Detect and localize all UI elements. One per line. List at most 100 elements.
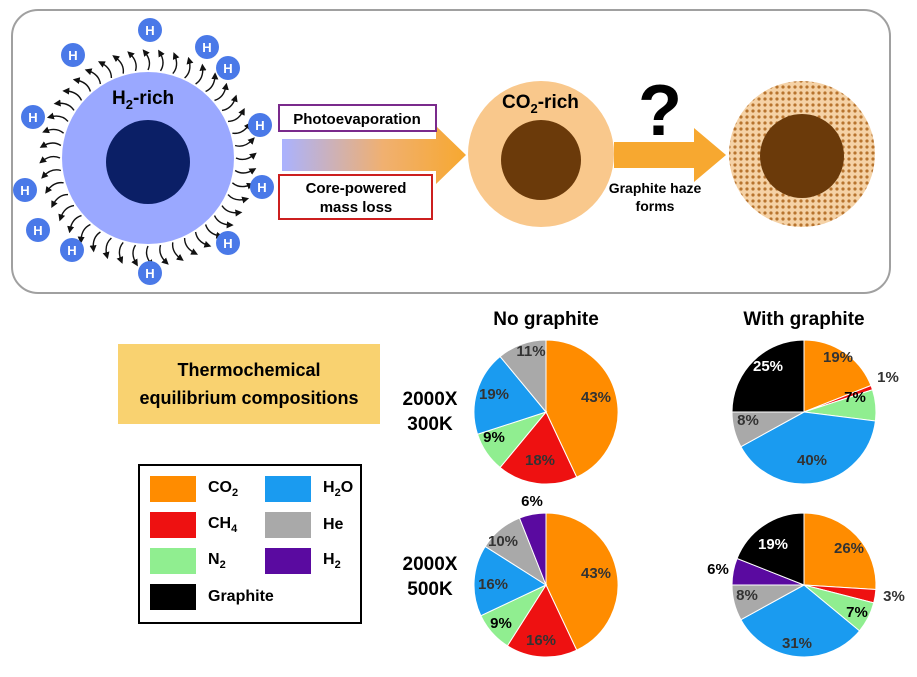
column-header-with-graphite: With graphite bbox=[743, 309, 864, 330]
hydrogen-atom-label: H bbox=[145, 266, 154, 281]
gas-spike bbox=[221, 205, 243, 217]
planet-core-brown bbox=[501, 120, 581, 200]
legend-item-n2: N2 bbox=[150, 548, 226, 574]
hydrogen-atom-label: H bbox=[223, 236, 232, 251]
gas-spike bbox=[116, 241, 124, 264]
legend: CO2 H2O CH4 He N2 H2 Graphite bbox=[138, 464, 362, 624]
pie-slice-h2o bbox=[740, 411, 876, 485]
pie-label-h2o: 19% bbox=[479, 386, 509, 403]
pie-label-co2: 26% bbox=[834, 540, 864, 557]
photoevaporation-box bbox=[278, 104, 437, 132]
hydrogen-atom-circle bbox=[13, 178, 37, 202]
gas-spike bbox=[221, 94, 238, 112]
legend-label-h2: H2 bbox=[323, 550, 341, 572]
hydrogen-atom: H bbox=[21, 105, 45, 129]
pie-slice-graphite bbox=[731, 339, 805, 413]
gas-spike bbox=[227, 194, 250, 204]
gas-spike bbox=[112, 55, 125, 74]
gas-spike bbox=[53, 99, 75, 111]
legend-label-h2o: H2O bbox=[323, 478, 354, 500]
pie-label-n2: 7% bbox=[846, 604, 868, 621]
hydrogen-atom-circle bbox=[61, 43, 85, 67]
hydrogen-atom: H bbox=[216, 56, 240, 80]
thermochemical-box: Thermochemical equilibrium compositions bbox=[118, 344, 380, 424]
pie-label-he: 11% bbox=[516, 343, 545, 360]
haze-label-line1: Graphite haze bbox=[609, 180, 702, 196]
pie-chart: 43%18%9%19%11% bbox=[473, 339, 619, 485]
hydrogen-atom: H bbox=[13, 178, 37, 202]
pie-slice-co2 bbox=[545, 339, 619, 478]
hydrogen-atom: H bbox=[138, 261, 162, 285]
row-label-1-line2: 300K bbox=[407, 414, 453, 435]
gas-spike bbox=[172, 52, 180, 75]
gas-spike bbox=[131, 244, 138, 267]
hydrogen-atom-label: H bbox=[255, 118, 264, 133]
pie-label-ch4: 16% bbox=[526, 632, 556, 649]
gas-spike bbox=[127, 51, 137, 72]
planet-core-brown-hazy bbox=[760, 114, 844, 198]
legend-swatch-graphite bbox=[150, 584, 196, 610]
gas-spike bbox=[39, 155, 61, 164]
hydrogen-atom-label: H bbox=[202, 40, 211, 55]
hydrogen-atom-label: H bbox=[20, 183, 29, 198]
hydrogen-atom-circle bbox=[138, 18, 162, 42]
hydrogen-atom-circle bbox=[216, 231, 240, 255]
legend-item-he: He bbox=[265, 512, 343, 538]
hydrogen-atom-label: H bbox=[257, 180, 266, 195]
pie-label-h2: 6% bbox=[521, 493, 543, 510]
gas-spike bbox=[102, 237, 112, 260]
gas-spike bbox=[231, 182, 254, 190]
hydrogen-atom: H bbox=[60, 238, 84, 262]
hydrogen-atom: H bbox=[216, 231, 240, 255]
gas-spike bbox=[194, 231, 212, 248]
thermo-line1: Thermochemical bbox=[177, 360, 321, 380]
hydrogen-atom-circle bbox=[250, 175, 274, 199]
legend-swatch-h2 bbox=[265, 548, 311, 574]
core-powered-box bbox=[278, 174, 433, 220]
pie-label-n2: 9% bbox=[483, 429, 505, 446]
legend-item-h2o: H2O bbox=[265, 476, 353, 502]
hydrogen-atom: H bbox=[195, 35, 219, 59]
legend-item-ch4: CH4 bbox=[150, 512, 237, 538]
gas-spike bbox=[227, 107, 245, 123]
legend-item-co2: CO2 bbox=[150, 476, 238, 502]
hydrogen-atom-label: H bbox=[33, 223, 42, 238]
pie-label-he: 8% bbox=[737, 412, 759, 429]
hydrogen-atom-circle bbox=[26, 218, 50, 242]
pie-chart: 43%16%9%16%10%6% bbox=[473, 493, 619, 658]
pie-label-ch4: 18% bbox=[525, 452, 555, 469]
pie-label-n2: 9% bbox=[490, 615, 512, 632]
photoevaporation-label: Photoevaporation bbox=[293, 111, 421, 128]
gas-spike bbox=[72, 77, 92, 92]
pie-slice-graphite bbox=[736, 512, 805, 586]
pie-chart: 26%3%7%31%8%6%19% bbox=[707, 512, 905, 658]
gas-spike bbox=[142, 49, 151, 71]
column-header-no-graphite: No graphite bbox=[493, 309, 599, 330]
legend-label-ch4: CH4 bbox=[208, 514, 238, 536]
gas-spike bbox=[39, 141, 62, 148]
hydrogen-atom-label: H bbox=[67, 243, 76, 258]
pie-charts: 43%18%9%19%11%19%1%7%40%8%25%43%16%9%16%… bbox=[473, 339, 905, 658]
hydrogen-atom: H bbox=[248, 113, 272, 137]
gas-spike bbox=[195, 63, 207, 85]
gas-spike bbox=[204, 224, 224, 239]
pie-slice-h2o bbox=[473, 545, 548, 617]
legend-label-co2: CO2 bbox=[208, 478, 239, 500]
pie-label-co2: 43% bbox=[581, 565, 611, 582]
hydrogen-atom: H bbox=[250, 175, 274, 199]
gas-spike bbox=[97, 61, 113, 79]
pie-slice-co2 bbox=[803, 512, 877, 591]
hydrogen-atom-label: H bbox=[28, 110, 37, 125]
pie-slice-h2o bbox=[740, 584, 861, 658]
hydrogen-atom-label: H bbox=[68, 48, 77, 63]
haze-label-line2: forms bbox=[636, 198, 675, 214]
gas-spike bbox=[235, 152, 257, 161]
legend-swatch-n2 bbox=[150, 548, 196, 574]
pie-label-h2o: 16% bbox=[478, 576, 508, 593]
gas-spike bbox=[158, 49, 165, 72]
pie-slice-h2o bbox=[473, 355, 547, 435]
hydrogen-atom: H bbox=[138, 18, 162, 42]
